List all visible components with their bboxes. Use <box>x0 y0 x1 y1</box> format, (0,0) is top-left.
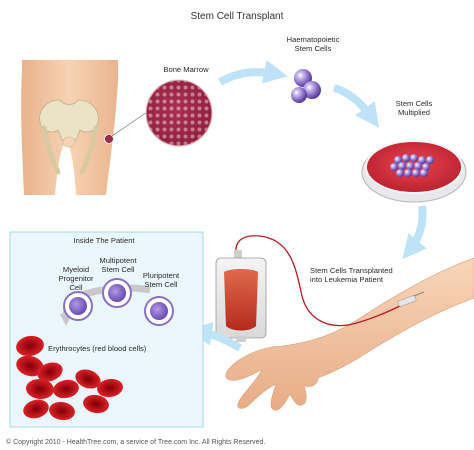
iv-bag <box>215 250 267 342</box>
rbc <box>75 369 101 389</box>
multipotent-label-2: Stem Cell <box>102 265 135 274</box>
marrow-pointer-line <box>111 109 151 137</box>
multiplied-label-2: Multiplied <box>398 108 430 117</box>
rbc <box>26 378 54 400</box>
iv-tube <box>235 235 405 327</box>
multiplied-label-1: Stem Cells <box>396 99 433 108</box>
pelvis-illustration <box>21 60 119 195</box>
inside-patient-label: Inside The Patient <box>73 236 135 245</box>
diagram-title: Stem Cell Transplant <box>191 11 284 22</box>
multipotent-label-1: Multipotent <box>99 256 137 265</box>
rbc <box>23 399 49 419</box>
myeloid-label-2: Progenitor <box>58 274 94 283</box>
flow-arrow-3 <box>402 205 427 260</box>
bone-marrow-closeup <box>145 79 213 147</box>
haematopoietic-label-2: Stem Cells <box>295 44 332 53</box>
erythrocytes-label: Erythrocytes (red blood cells) <box>48 344 147 353</box>
myeloid-progenitor-cell <box>63 291 93 321</box>
rbc <box>16 335 44 357</box>
flow-arrow-2 <box>332 84 379 128</box>
myeloid-label-3: Cell <box>69 283 82 292</box>
haematopoietic-stem-cells <box>291 69 321 103</box>
rbc <box>53 379 79 399</box>
transplanted-label-2: into Leukemia Patient <box>310 275 384 284</box>
petri-dish <box>361 140 467 203</box>
multipotent-stem-cell <box>102 278 132 308</box>
flow-arrow-1 <box>218 59 288 86</box>
red-blood-cells <box>16 335 123 421</box>
rbc <box>83 394 109 414</box>
iv-catheter <box>397 291 425 307</box>
rbc <box>49 401 75 421</box>
rbc <box>37 362 63 382</box>
pluripotent-label-1: Pluripotent <box>143 271 180 280</box>
rbc <box>16 355 44 377</box>
rbc <box>97 378 123 398</box>
bone-marrow-label: Bone Marrow <box>163 65 209 74</box>
marrow-site-marker <box>104 134 114 144</box>
copyright-text: © Copyright 2010 - HealthTree.com, a ser… <box>6 438 265 446</box>
pluripotent-stem-cell <box>144 296 174 326</box>
transplanted-label-1: Stem Cells Transplanted <box>310 266 393 275</box>
myeloid-label-1: Myeloid <box>63 265 89 274</box>
haematopoietic-label-1: Haematopoietic <box>287 35 340 44</box>
pluripotent-label-2: Stem Cell <box>145 280 178 289</box>
